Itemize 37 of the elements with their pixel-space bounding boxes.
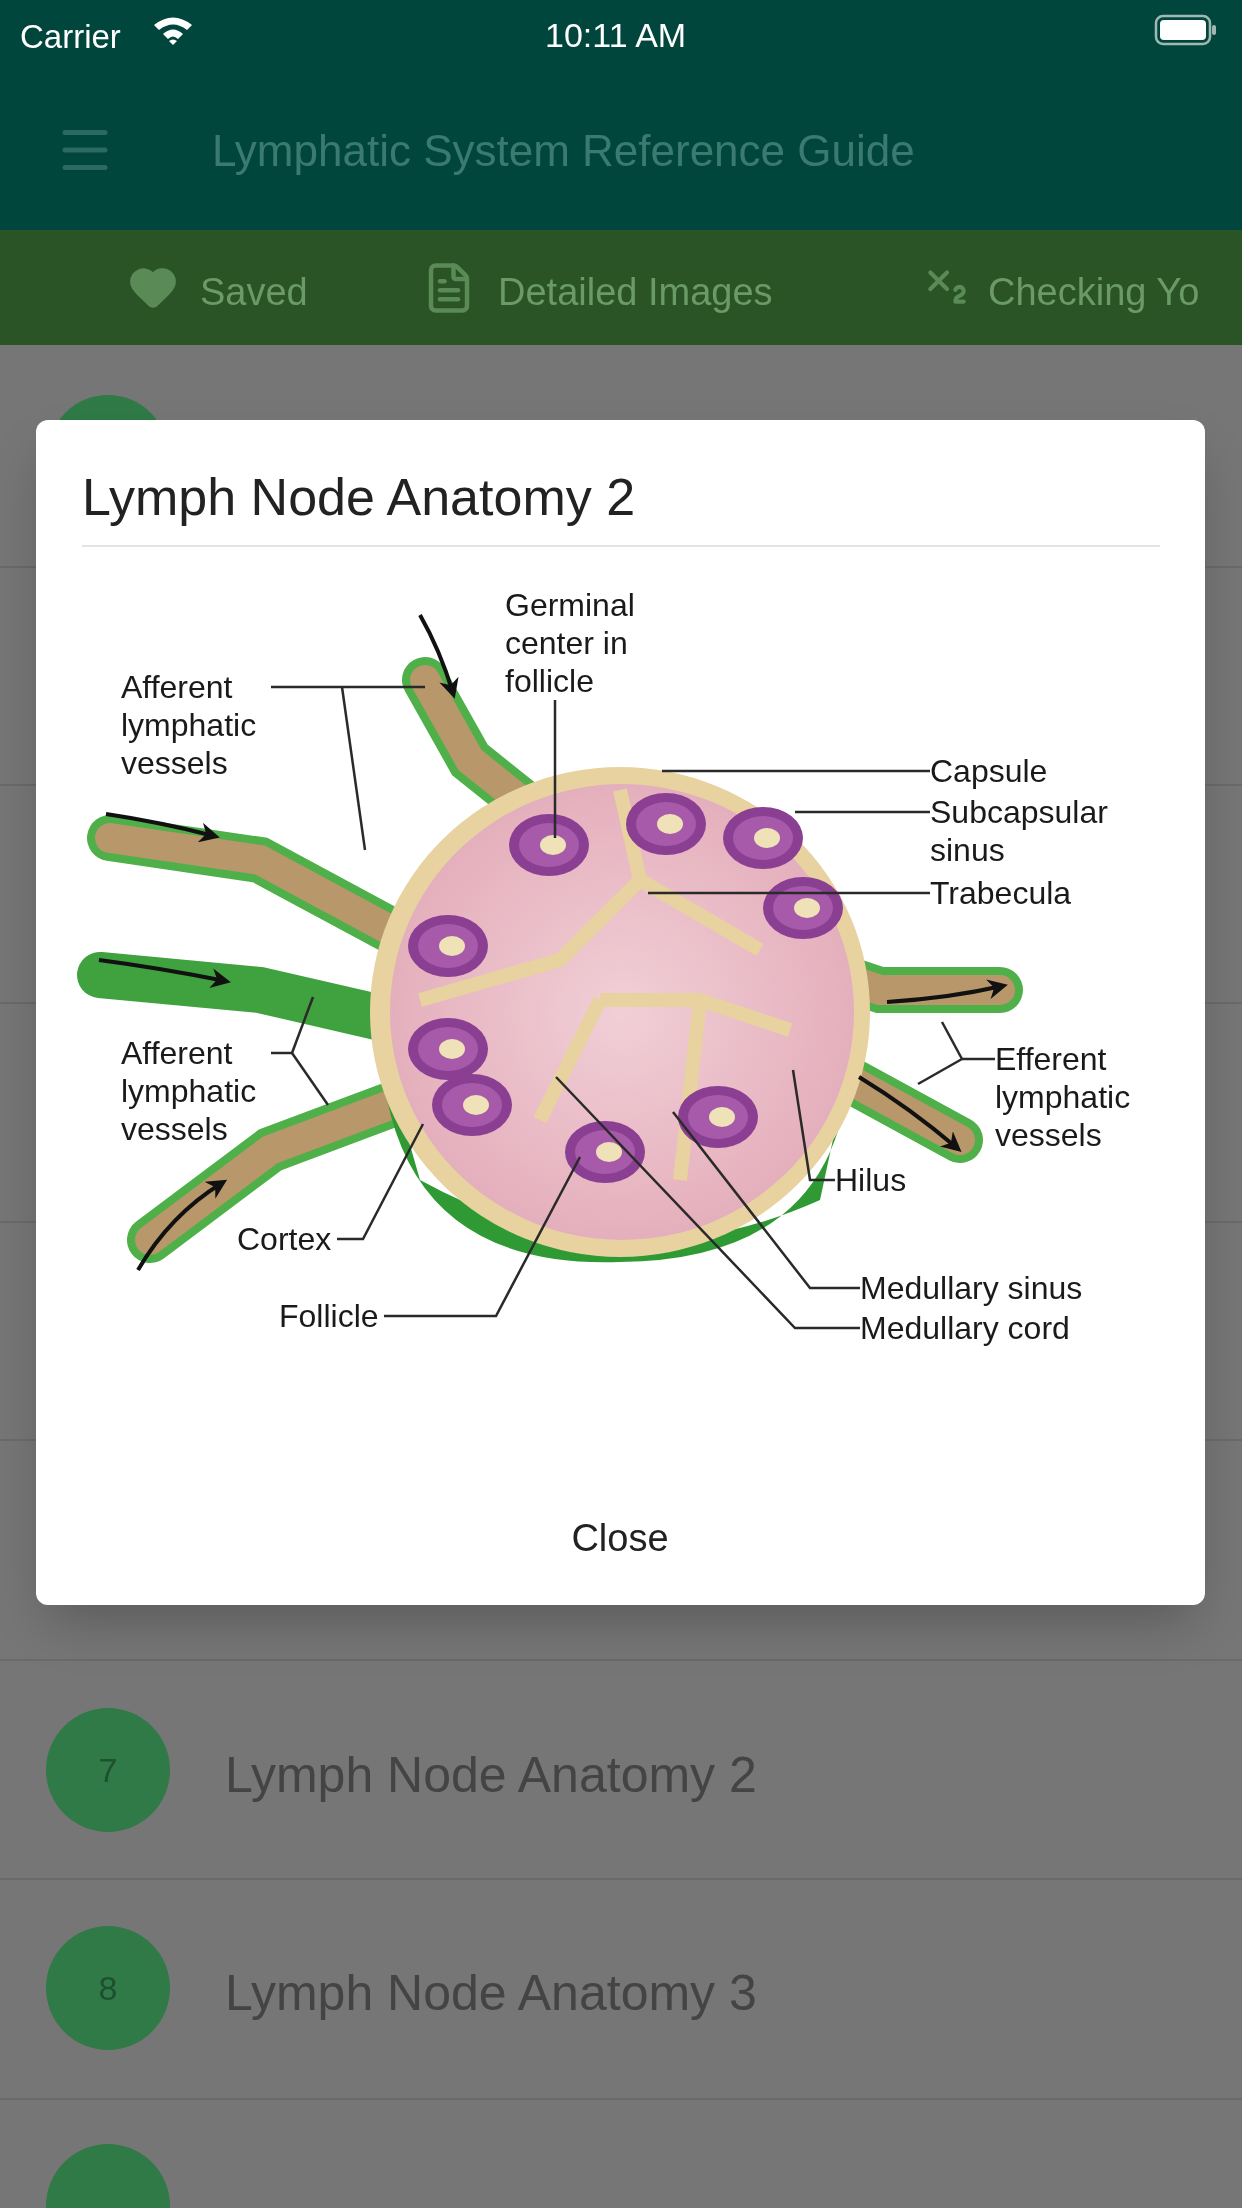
leader-line bbox=[553, 700, 557, 838]
part-label: Medullary cord bbox=[860, 1309, 1100, 1347]
tab-label: Saved bbox=[200, 270, 308, 315]
part-label: Medullary sinus bbox=[860, 1269, 1100, 1307]
part-label: Efferent lymphatic vessels bbox=[995, 1040, 1145, 1154]
leader-line bbox=[555, 1076, 860, 1330]
dialog-title: Lymph Node Anatomy 2 bbox=[82, 467, 636, 528]
part-label: Afferent lymphatic vessels bbox=[121, 1034, 271, 1148]
part-label: Afferent lymphatic vessels bbox=[121, 668, 271, 782]
app-title: Lymphatic System Reference Guide bbox=[212, 125, 915, 177]
leader-line bbox=[791, 1069, 835, 1182]
carrier-text: Carrier bbox=[20, 17, 121, 57]
leader-line bbox=[795, 810, 930, 814]
leader-line bbox=[271, 685, 342, 689]
leader-line bbox=[962, 1057, 995, 1061]
leader-line bbox=[271, 1051, 292, 1055]
leader-line bbox=[337, 1123, 425, 1241]
leader-line bbox=[648, 891, 930, 895]
part-label: Cortex bbox=[237, 1220, 337, 1258]
leader-line bbox=[917, 1057, 963, 1086]
tab-label: Detailed Images bbox=[498, 270, 773, 315]
leader-line bbox=[290, 996, 315, 1054]
leader-line bbox=[340, 686, 367, 851]
leader-line bbox=[940, 1021, 964, 1060]
part-label: Germinal center in follicle bbox=[505, 586, 655, 700]
leader-line bbox=[672, 1111, 860, 1290]
clock-text: 10:11 AM bbox=[545, 15, 687, 56]
part-label: Hilus bbox=[835, 1161, 915, 1199]
tab-label: Checking Yo bbox=[988, 270, 1200, 315]
leader-line bbox=[662, 769, 930, 773]
part-label: Follicle bbox=[279, 1297, 384, 1335]
leader-line bbox=[290, 1052, 330, 1106]
leader-line bbox=[342, 685, 425, 689]
leader-line bbox=[384, 1156, 582, 1318]
part-label: Capsule bbox=[930, 752, 1080, 790]
part-label: Trabecula bbox=[930, 874, 1100, 912]
part-label: Subcapsular sinus bbox=[930, 793, 1120, 869]
